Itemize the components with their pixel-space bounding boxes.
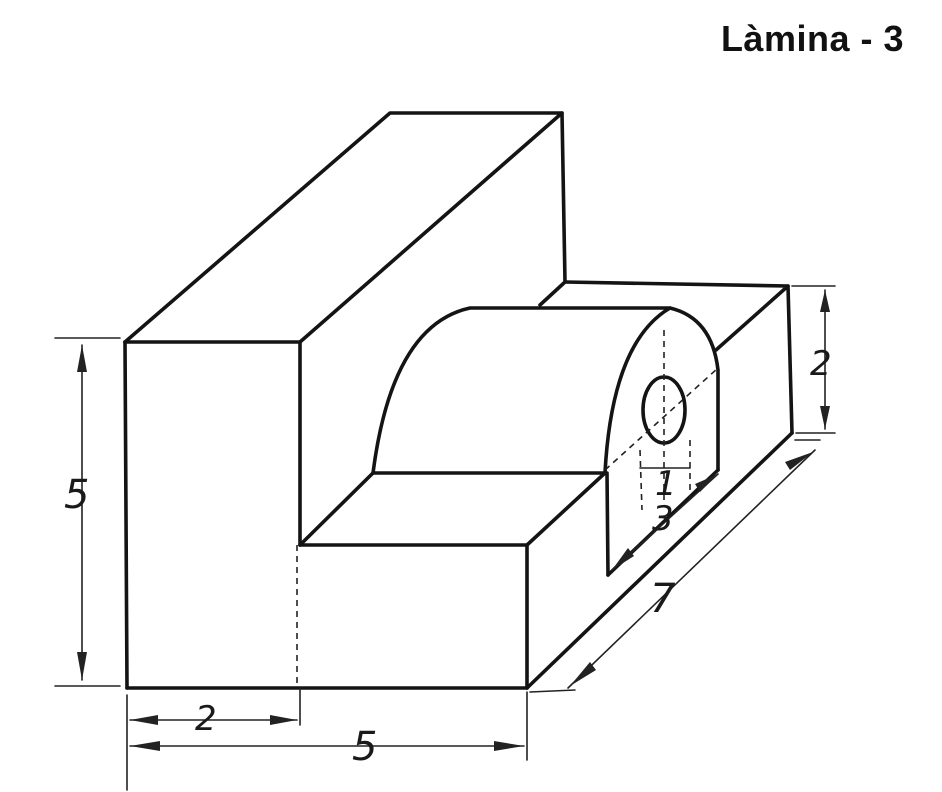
dimension-hole: 1	[639, 464, 691, 504]
dim-label-width: 5	[352, 724, 377, 770]
base-slab	[538, 280, 794, 435]
dim-label-step: 2	[195, 699, 217, 739]
dimension-total-width: 5	[129, 691, 528, 770]
tall-block	[123, 111, 567, 690]
dimension-step-width: 2	[126, 687, 301, 791]
dim-label-base: 2	[810, 344, 832, 384]
dim-label-hole: 1	[655, 464, 677, 504]
dim-label-arch: 3	[652, 499, 674, 539]
sheet-title: Làmina - 3	[720, 18, 904, 59]
dimension-base-height: 2	[791, 285, 836, 434]
lower-step-block	[125, 431, 794, 690]
dimension-arch-width: 3	[611, 473, 719, 571]
dimension-height-left: 5	[54, 337, 121, 687]
dimension-depth: 7	[529, 439, 821, 693]
dim-label-depth: 7	[650, 576, 676, 622]
dim-label-height: 5	[64, 472, 89, 518]
